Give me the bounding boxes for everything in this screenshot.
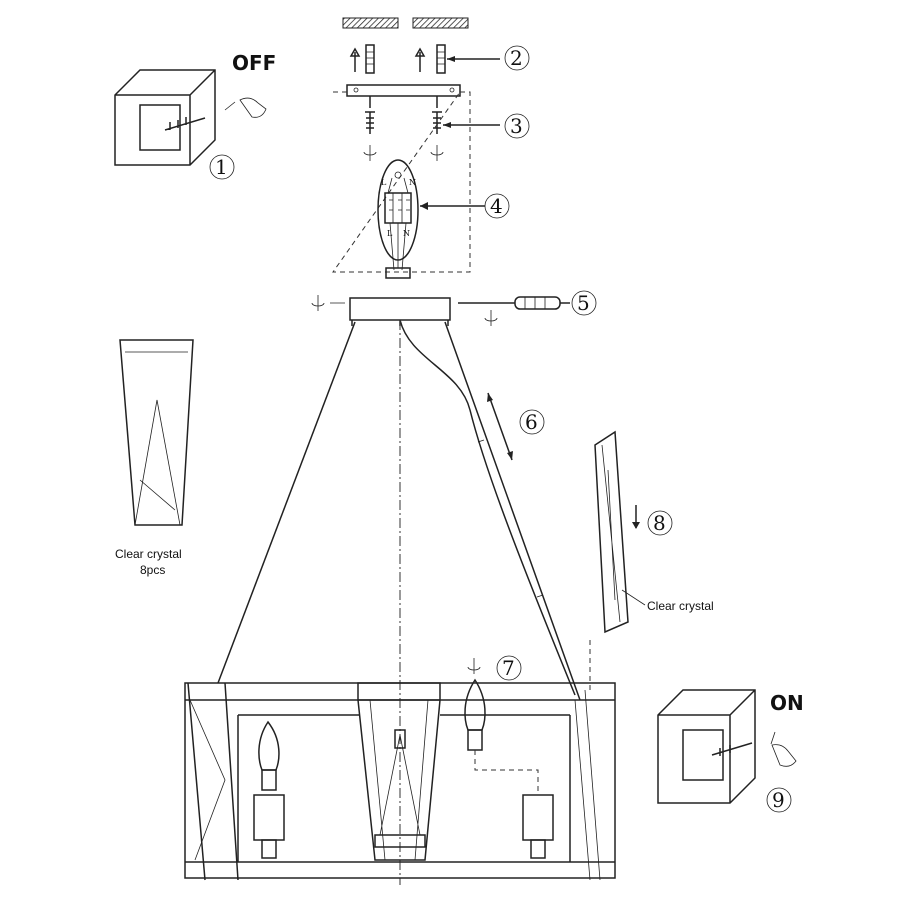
step-number: 5 (577, 291, 590, 315)
terminal-live-bottom-label: L (387, 229, 393, 238)
step-4: 4 (484, 193, 510, 219)
step-number: 9 (772, 788, 785, 812)
step-2: 2 (504, 45, 530, 71)
step-8: 8 (647, 510, 673, 536)
step-3: 3 (504, 113, 530, 139)
screws (363, 111, 500, 161)
left-crystal-qty: 8pcs (140, 563, 165, 577)
clear-crystal-single: Clear crystal (594, 430, 714, 634)
step-number: 7 (502, 656, 515, 680)
right-crystal-label: Clear crystal (647, 599, 714, 613)
candle-bulbs (253, 658, 554, 859)
step-1: 1 (209, 154, 235, 180)
terminal-live-label: L (381, 178, 387, 187)
left-crystal-label: Clear crystal (115, 547, 182, 561)
step-number: 6 (525, 410, 538, 434)
suspension-cables (217, 319, 581, 701)
step-6: 6 (519, 409, 545, 435)
off-label: OFF (232, 51, 276, 75)
step-number: 2 (510, 46, 523, 70)
terminal-block: L N L N (377, 159, 485, 279)
step-numbers: 1 2 3 4 5 6 7 8 9 (209, 45, 792, 813)
wall-switch-on: ON (657, 689, 804, 804)
step-7: 7 (496, 655, 522, 681)
step-9: 9 (766, 787, 792, 813)
junction-box-outline (332, 91, 471, 273)
terminal-neutral-bottom-label: N (403, 229, 410, 238)
chandelier-frame (184, 640, 616, 881)
mounting-bracket (346, 84, 461, 108)
on-label: ON (770, 691, 804, 715)
step-number: 4 (490, 194, 503, 218)
step-number: 8 (653, 511, 666, 535)
ceiling (342, 17, 469, 29)
screwdriver (458, 296, 570, 310)
canopy (311, 295, 498, 326)
step-number: 1 (215, 155, 228, 179)
step-number: 3 (510, 114, 523, 138)
clear-crystal-8pcs: Clear crystal 8pcs (115, 339, 194, 577)
terminal-neutral-label: N (409, 178, 416, 187)
step-5: 5 (571, 290, 597, 316)
wall-switch-off: OFF (114, 51, 276, 166)
wall-anchors (349, 44, 500, 74)
